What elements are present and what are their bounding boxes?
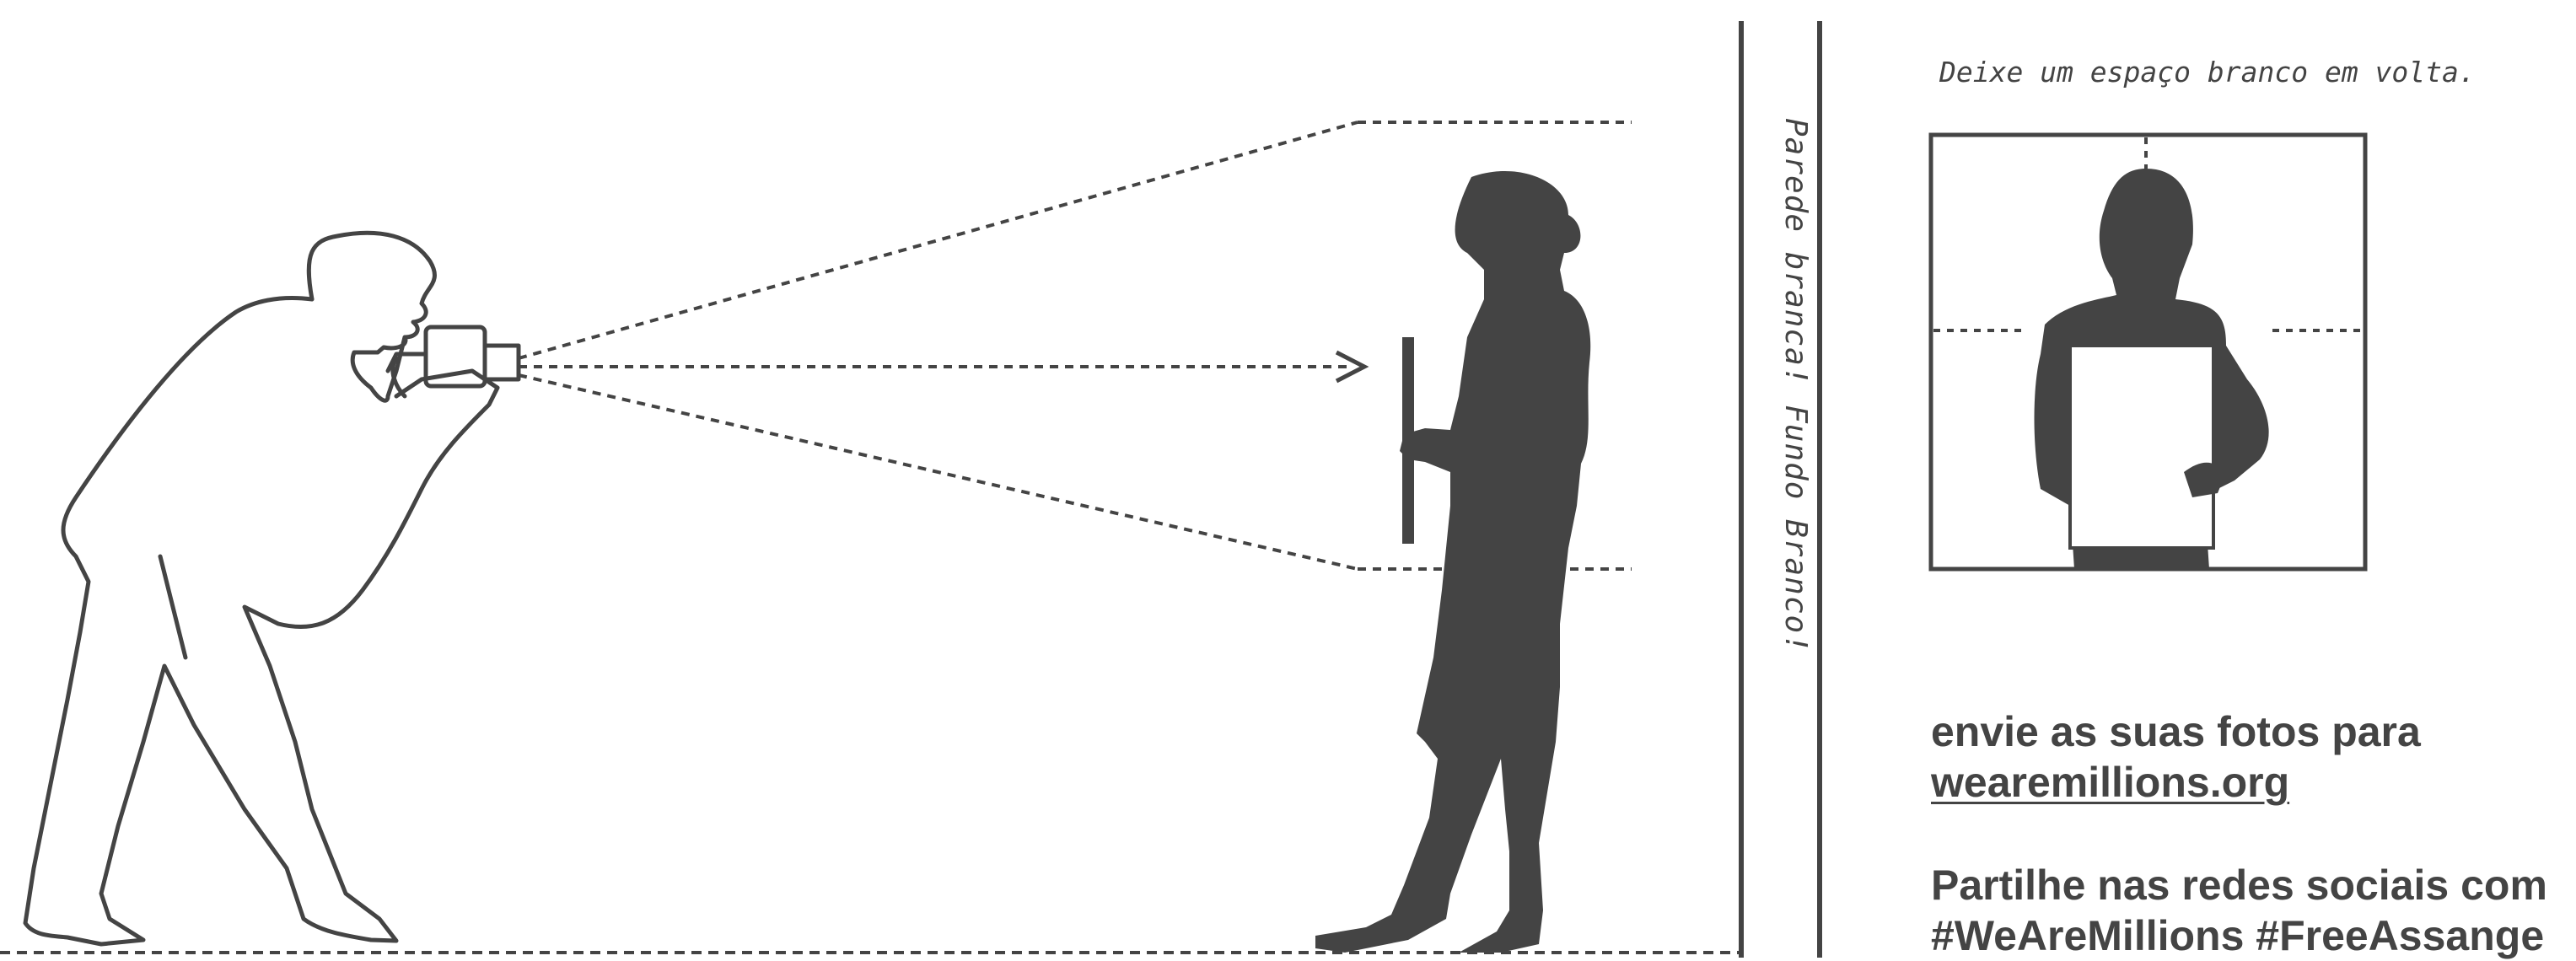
- framing-hint: Deixe um espaço branco em volta.: [1939, 56, 2476, 89]
- photographer-outline: [25, 233, 519, 944]
- standing-person-silhouette: [1315, 171, 1590, 953]
- send-link[interactable]: wearemillions.org: [1931, 757, 2289, 808]
- wall-label: Parede branca! Fundo Branco!: [1745, 118, 1813, 708]
- preview-held-sign: [2070, 346, 2213, 548]
- share-text: Partilhe nas redes sociais com: [1931, 860, 2547, 910]
- send-text: envie as suas fotos para: [1931, 706, 2421, 757]
- hashtags: #WeAreMillions #FreeAssange: [1931, 910, 2544, 961]
- preview-person-silhouette: [2035, 169, 2269, 569]
- held-sign: [1402, 337, 1414, 544]
